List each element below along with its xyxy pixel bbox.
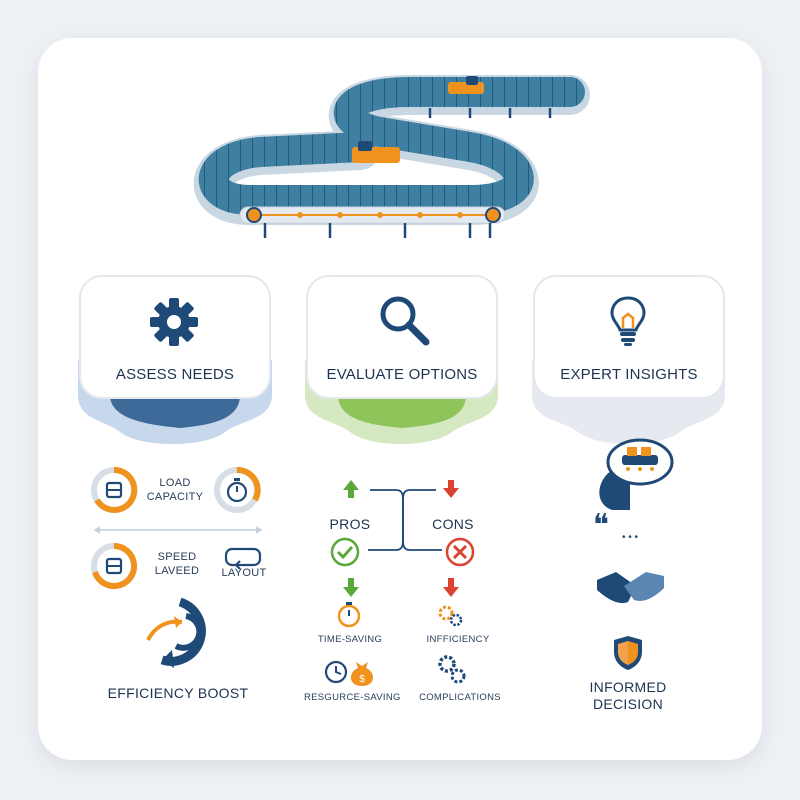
lightbulb-icon [610,296,646,346]
efficiency-con-label: INFFICIENCY [426,634,490,645]
speed-label: SPEED LAVEED [154,551,200,577]
pros-label: PROS [329,516,371,532]
magnifier-icon [380,296,430,346]
layout-label: LAYOUT [221,567,267,579]
complications-label: COMPLICATIONS [419,692,501,703]
load-capacity-label: LOAD CAPACITY [146,477,204,503]
panel-title-evaluate: EVALUATE OPTIONS [326,366,478,383]
cons-label: CONS [432,516,474,532]
up-arrow-icon [343,480,359,498]
informed-decision-label: INFORMED DECISION [589,679,667,712]
panel-title-assess: ASSESS NEEDS [115,366,235,383]
resource-saving-label: RESGURCE-SAVING [304,692,401,703]
quote-icon: ❝ [592,508,610,543]
ellipsis-icon: • • • [621,532,639,543]
down-arrow-icon [443,480,459,498]
efficiency-boost-label: EFFICIENCY BOOST [107,685,249,701]
time-saving-label: TIME-SAVING [317,634,383,645]
panel-title-expert: EXPERT INSIGHTS [560,366,698,383]
gear-icon [150,298,198,346]
svg-text:$: $ [359,674,365,685]
